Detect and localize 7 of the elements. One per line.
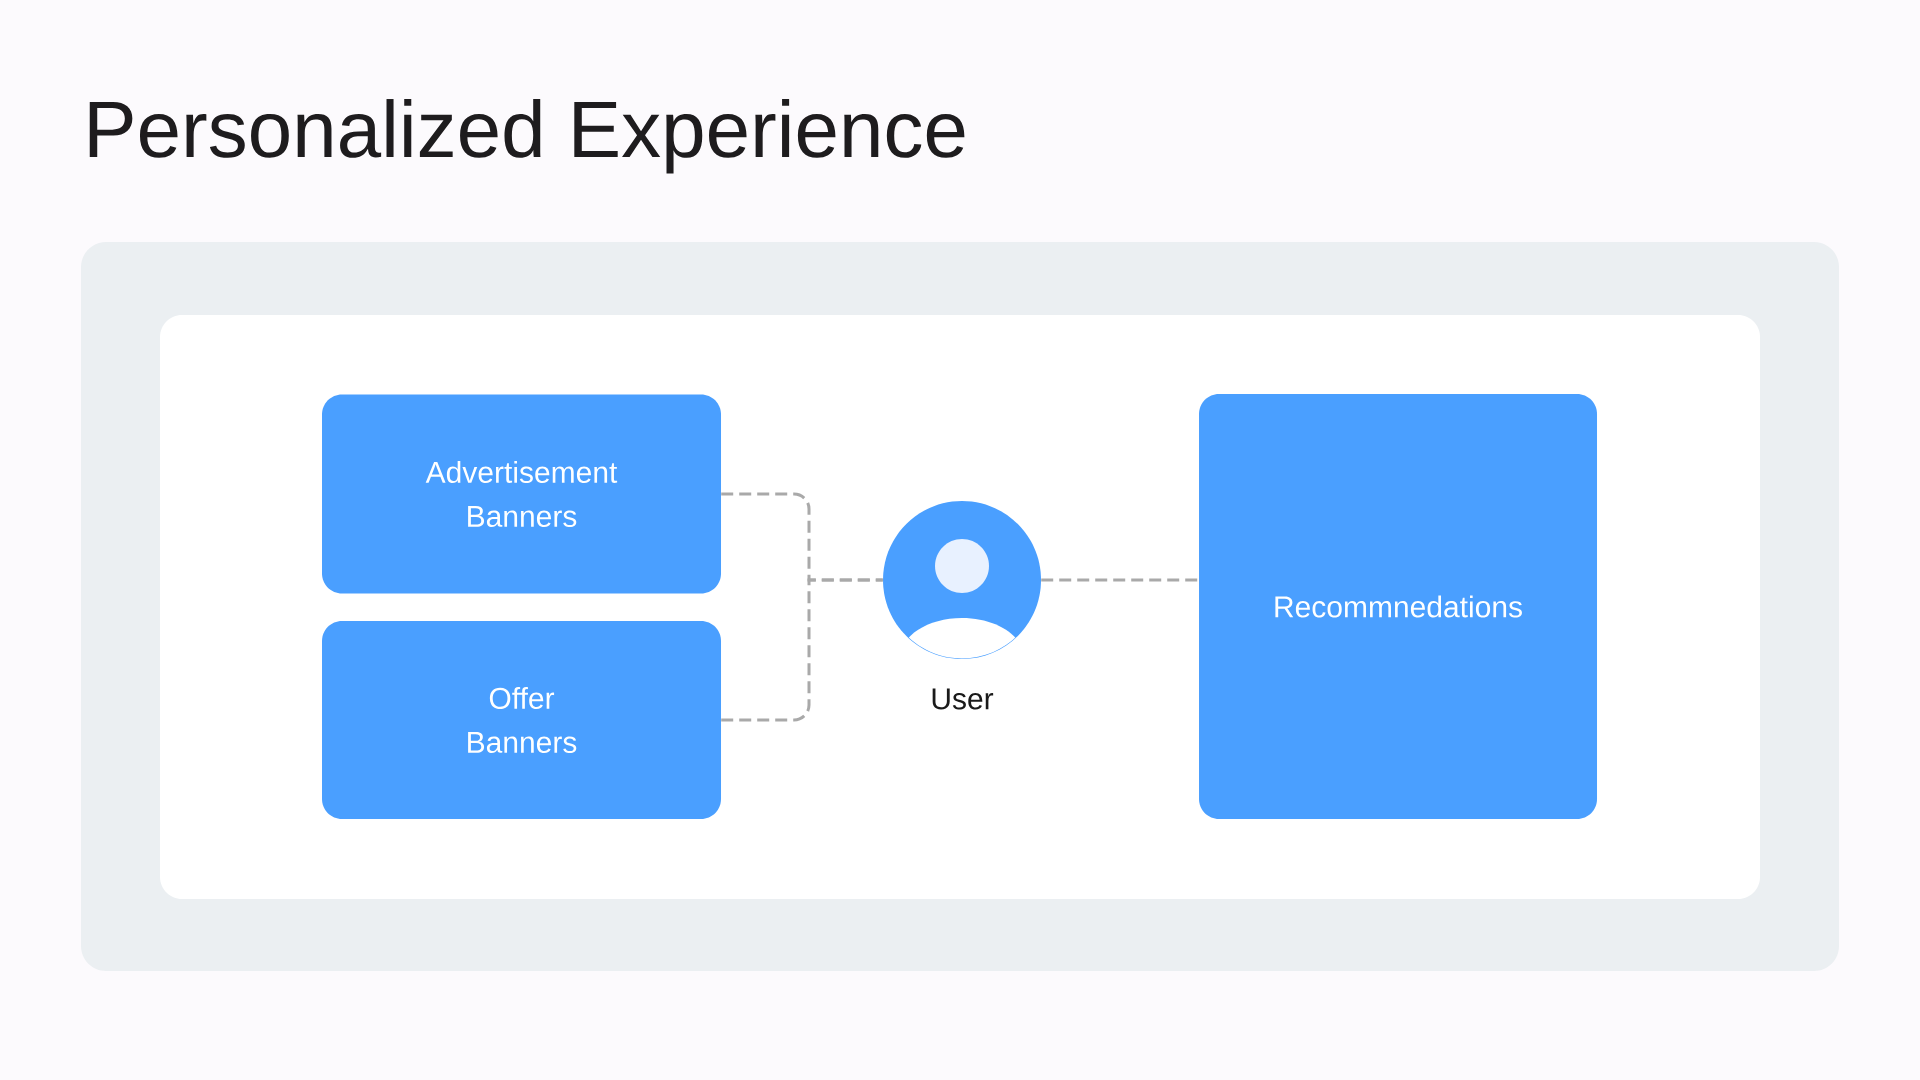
title: Personalized Experience bbox=[89, 99, 965, 174]
feature-box: Recommnedations bbox=[1199, 394, 1597, 819]
feature-box: Advertisement Banners bbox=[322, 394, 721, 594]
avatar-label: User bbox=[932, 688, 994, 710]
connector-line bbox=[721, 578, 883, 722]
feature-box: Offer Banners bbox=[322, 621, 721, 819]
connector-line bbox=[1041, 578, 1199, 582]
